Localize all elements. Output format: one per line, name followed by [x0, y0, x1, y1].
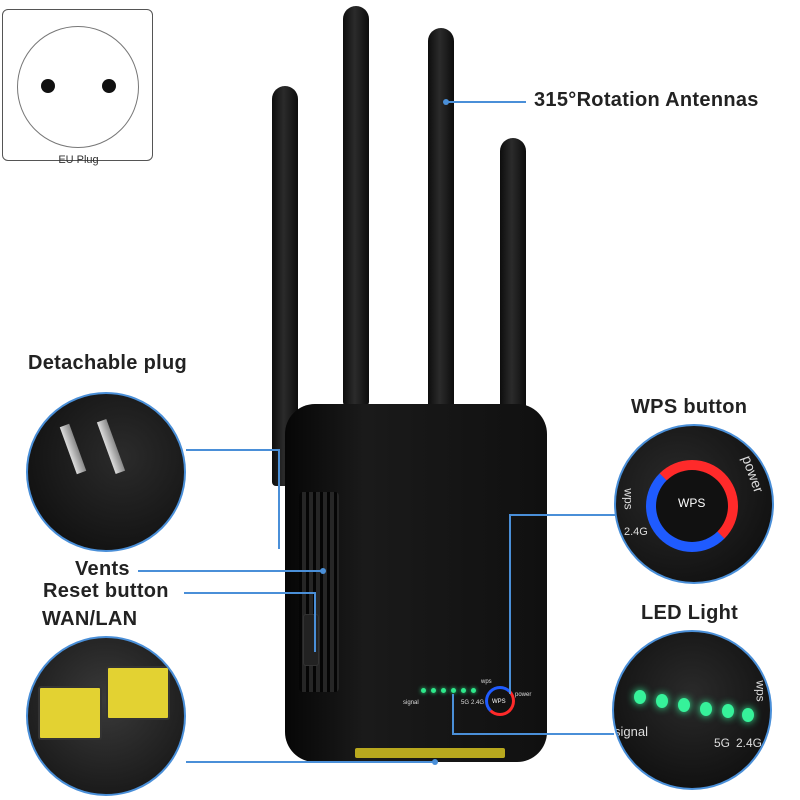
callout-line	[452, 694, 454, 734]
callout-line	[509, 514, 511, 694]
ethernet-port	[38, 686, 102, 740]
callout-line	[138, 570, 322, 572]
eu-plug-label: EU Plug	[58, 154, 99, 166]
repeater-body: signal 5G 2.4G WPS wps power	[285, 404, 547, 762]
callout-dot	[432, 759, 438, 765]
wps-center-label: WPS	[492, 699, 506, 705]
wps-button[interactable]: WPS	[485, 686, 515, 716]
band-5g-label: 5G	[461, 700, 470, 706]
eu-socket-outline	[17, 26, 139, 148]
wps-zoom-label: wps	[621, 488, 636, 510]
led-zoom	[678, 698, 690, 712]
callout-line	[314, 592, 316, 652]
callout-line	[186, 449, 280, 451]
band-5g-zoom-label: 5G	[714, 736, 731, 750]
led	[431, 688, 436, 693]
wps-inset: WPS power wps 2.4G	[614, 424, 774, 584]
vents-label: Vents	[75, 558, 130, 580]
signal-zoom-label: signal	[614, 724, 648, 739]
callout-dot	[443, 99, 449, 105]
led	[421, 688, 426, 693]
callout-dot	[320, 568, 326, 574]
callout-line	[186, 761, 436, 763]
eu-plug-box: EU Plug	[2, 9, 153, 166]
antennas-label: 315°Rotation Antennas	[534, 89, 759, 111]
led-zoom	[634, 690, 646, 704]
led	[461, 688, 466, 693]
ethernet-port	[106, 666, 170, 720]
led-inset: signal 5G 2.4G wps	[612, 630, 772, 790]
led	[441, 688, 446, 693]
port-strip	[355, 748, 505, 758]
band-zoom-label: 2.4G	[624, 526, 648, 538]
callout-line	[184, 592, 314, 594]
plug-pin	[41, 79, 55, 93]
plug-prong	[96, 418, 126, 475]
reset-button-label: Reset button	[43, 580, 169, 602]
callout-line	[511, 514, 615, 516]
wps-label: wps	[481, 679, 492, 685]
signal-label: signal	[403, 700, 419, 706]
led	[471, 688, 476, 693]
power-zoom-label: power	[739, 453, 768, 495]
plug-prong	[59, 423, 87, 475]
ports-inset	[26, 636, 186, 796]
band-24g-label: 2.4G	[471, 700, 485, 706]
callout-line	[452, 733, 614, 735]
callout-line	[278, 449, 280, 549]
led-zoom	[700, 702, 712, 716]
led-zoom	[722, 704, 734, 718]
led-zoom	[742, 708, 754, 722]
band-24g-zoom-label: 2.4G	[736, 736, 763, 750]
wps-zoom-label: wps	[753, 680, 768, 702]
callout-line	[446, 101, 526, 103]
wps-button-zoom: WPS	[646, 460, 738, 552]
wps-zoom-center: WPS	[678, 496, 706, 510]
wan-lan-label: WAN/LAN	[42, 608, 138, 630]
led	[451, 688, 456, 693]
power-label: power	[515, 692, 532, 698]
plug-inset	[26, 392, 186, 552]
antenna	[428, 28, 454, 408]
antenna	[343, 6, 369, 406]
wps-button-label: WPS button	[631, 396, 748, 418]
detachable-plug-label: Detachable plug	[28, 352, 187, 374]
plug-pin	[102, 79, 116, 93]
led-light-label: LED Light	[641, 602, 739, 624]
reset-button[interactable]	[303, 614, 319, 666]
led-zoom	[656, 694, 668, 708]
